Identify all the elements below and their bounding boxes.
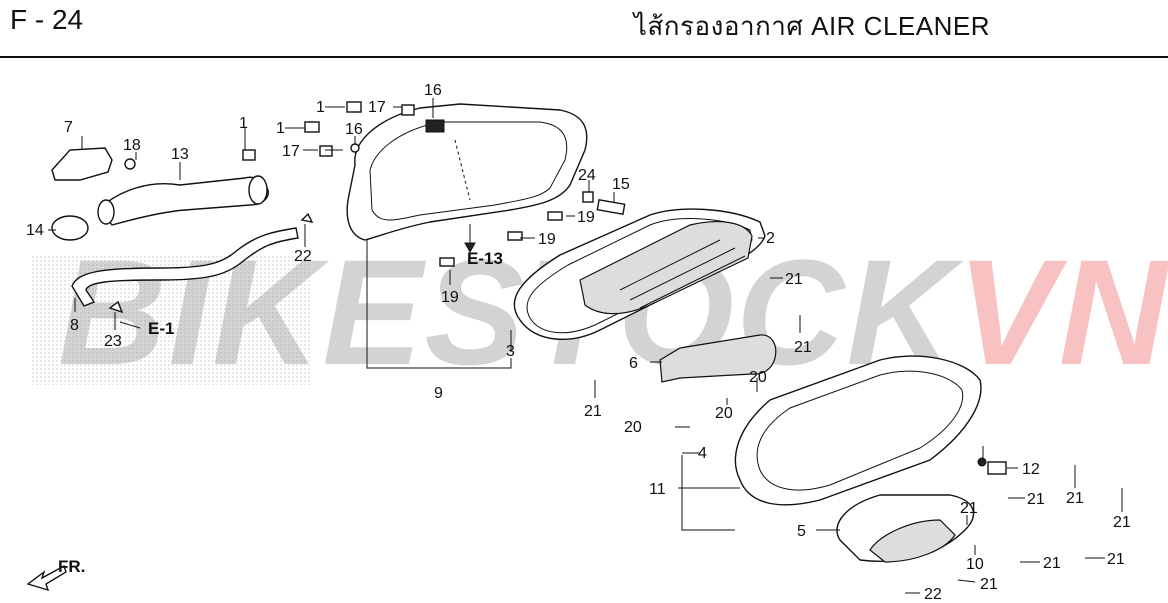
part-17-nut-b [319, 145, 333, 157]
part-16-washer [350, 143, 360, 153]
callout-21: 21 [960, 500, 978, 517]
callout-21: 22 [924, 586, 942, 603]
callout-20: 20 [749, 369, 767, 386]
callout-21: 21 [1113, 514, 1131, 531]
callout-13: 13 [171, 146, 189, 163]
case-dashed-rib [454, 139, 471, 201]
callout-10: 10 [966, 556, 984, 573]
part-12-plug [987, 461, 1007, 475]
part-22-clip-upper [300, 212, 314, 223]
part-4-cover [734, 355, 982, 506]
callout-1: 1 [239, 115, 248, 132]
callout-21: 21 [1027, 491, 1045, 508]
callout-8: 8 [70, 317, 79, 334]
part-2-element-pleats [619, 239, 746, 309]
part-7-cover [51, 147, 113, 181]
part-14-band [51, 215, 89, 241]
callout-16: 16 [345, 121, 363, 138]
callout-21: 21 [785, 271, 803, 288]
callout-12: 12 [1022, 461, 1040, 478]
callout-15: 15 [612, 176, 630, 193]
callout-1: 1 [316, 99, 325, 116]
callout-21: 21 [980, 576, 998, 593]
callout-21: 21 [794, 339, 812, 356]
callout-20: 20 [715, 405, 733, 422]
part-3-gasket-inner [526, 218, 753, 334]
callout-11: 11 [649, 481, 666, 498]
callout-21: 21 [584, 403, 602, 420]
part-13-connecting-tube [99, 176, 269, 226]
part-6-tube [659, 334, 777, 383]
case-inner-outline [369, 121, 568, 221]
part-19-screw-a [547, 211, 563, 221]
callout-2: 2 [766, 230, 775, 247]
page-code: F - 24 [10, 4, 84, 35]
fr-arrow-shape [26, 564, 67, 592]
callout-22: 23 [104, 333, 122, 350]
callout-7: 7 [64, 119, 73, 136]
callout-21: 21 [1107, 551, 1125, 568]
callout-19: 19 [441, 289, 459, 306]
part-4-cover-inner [756, 370, 964, 491]
leader-lines [48, 98, 1123, 594]
leader-e1 [119, 321, 141, 329]
callout-16: 16 [424, 82, 442, 99]
part-19-screw-c [439, 257, 455, 267]
arrow-e13-head [464, 242, 476, 254]
part-2-element [579, 221, 753, 315]
part-13-tube-end [97, 199, 115, 225]
callout-21: 21 [1043, 555, 1061, 572]
part-24-clip [977, 457, 987, 467]
callout-19: 19 [577, 209, 595, 226]
ref-e1: E-1 [148, 319, 174, 338]
header-rule [0, 56, 1168, 58]
callout-1: 1 [276, 120, 285, 137]
part-9-case-body [346, 103, 588, 241]
part-23-cap [582, 191, 594, 203]
callout-17: 17 [282, 143, 300, 160]
watermark-accent: VN [956, 228, 1168, 396]
part-15-drain-tube [596, 199, 626, 215]
part-18-clip [124, 158, 136, 170]
callout-14: 14 [26, 222, 44, 239]
part-1-bolt-b [304, 121, 320, 133]
bracket-9 [366, 240, 512, 369]
fr-label: FR. [58, 557, 85, 576]
part-13-tube-flange [248, 175, 268, 205]
callout-23: 24 [578, 167, 596, 184]
callout-5: 5 [797, 523, 806, 540]
ref-e13: E-13 [467, 249, 503, 268]
callout-9: 9 [434, 385, 443, 402]
callout-18: 18 [123, 137, 141, 154]
part-5-grille [869, 519, 956, 563]
front-direction-arrow: FR. [26, 557, 85, 592]
callout-6: 6 [629, 355, 638, 372]
callout-4: 4 [698, 445, 707, 462]
page-title: ไส้กรองอากาศ AIR CLEANER [633, 11, 990, 41]
page-header: F - 24 ไส้กรองอากาศ AIR CLEANER [0, 0, 1168, 58]
callout-22: 22 [294, 248, 312, 265]
part-22-clip-lower [108, 300, 124, 314]
callout-19: 19 [538, 231, 556, 248]
part-17-nut-a [401, 104, 415, 116]
callout-21: 21 [1066, 490, 1084, 507]
callout-17: 17 [368, 99, 386, 116]
part-1-bolt-c [242, 149, 256, 161]
part-16-grommet [425, 119, 445, 133]
part-19-screw-b [507, 231, 523, 241]
callout-3: 3 [506, 343, 515, 360]
callout-20: 20 [624, 419, 642, 436]
part-8-hose [71, 227, 299, 307]
part-1-bolt-a [346, 101, 362, 113]
